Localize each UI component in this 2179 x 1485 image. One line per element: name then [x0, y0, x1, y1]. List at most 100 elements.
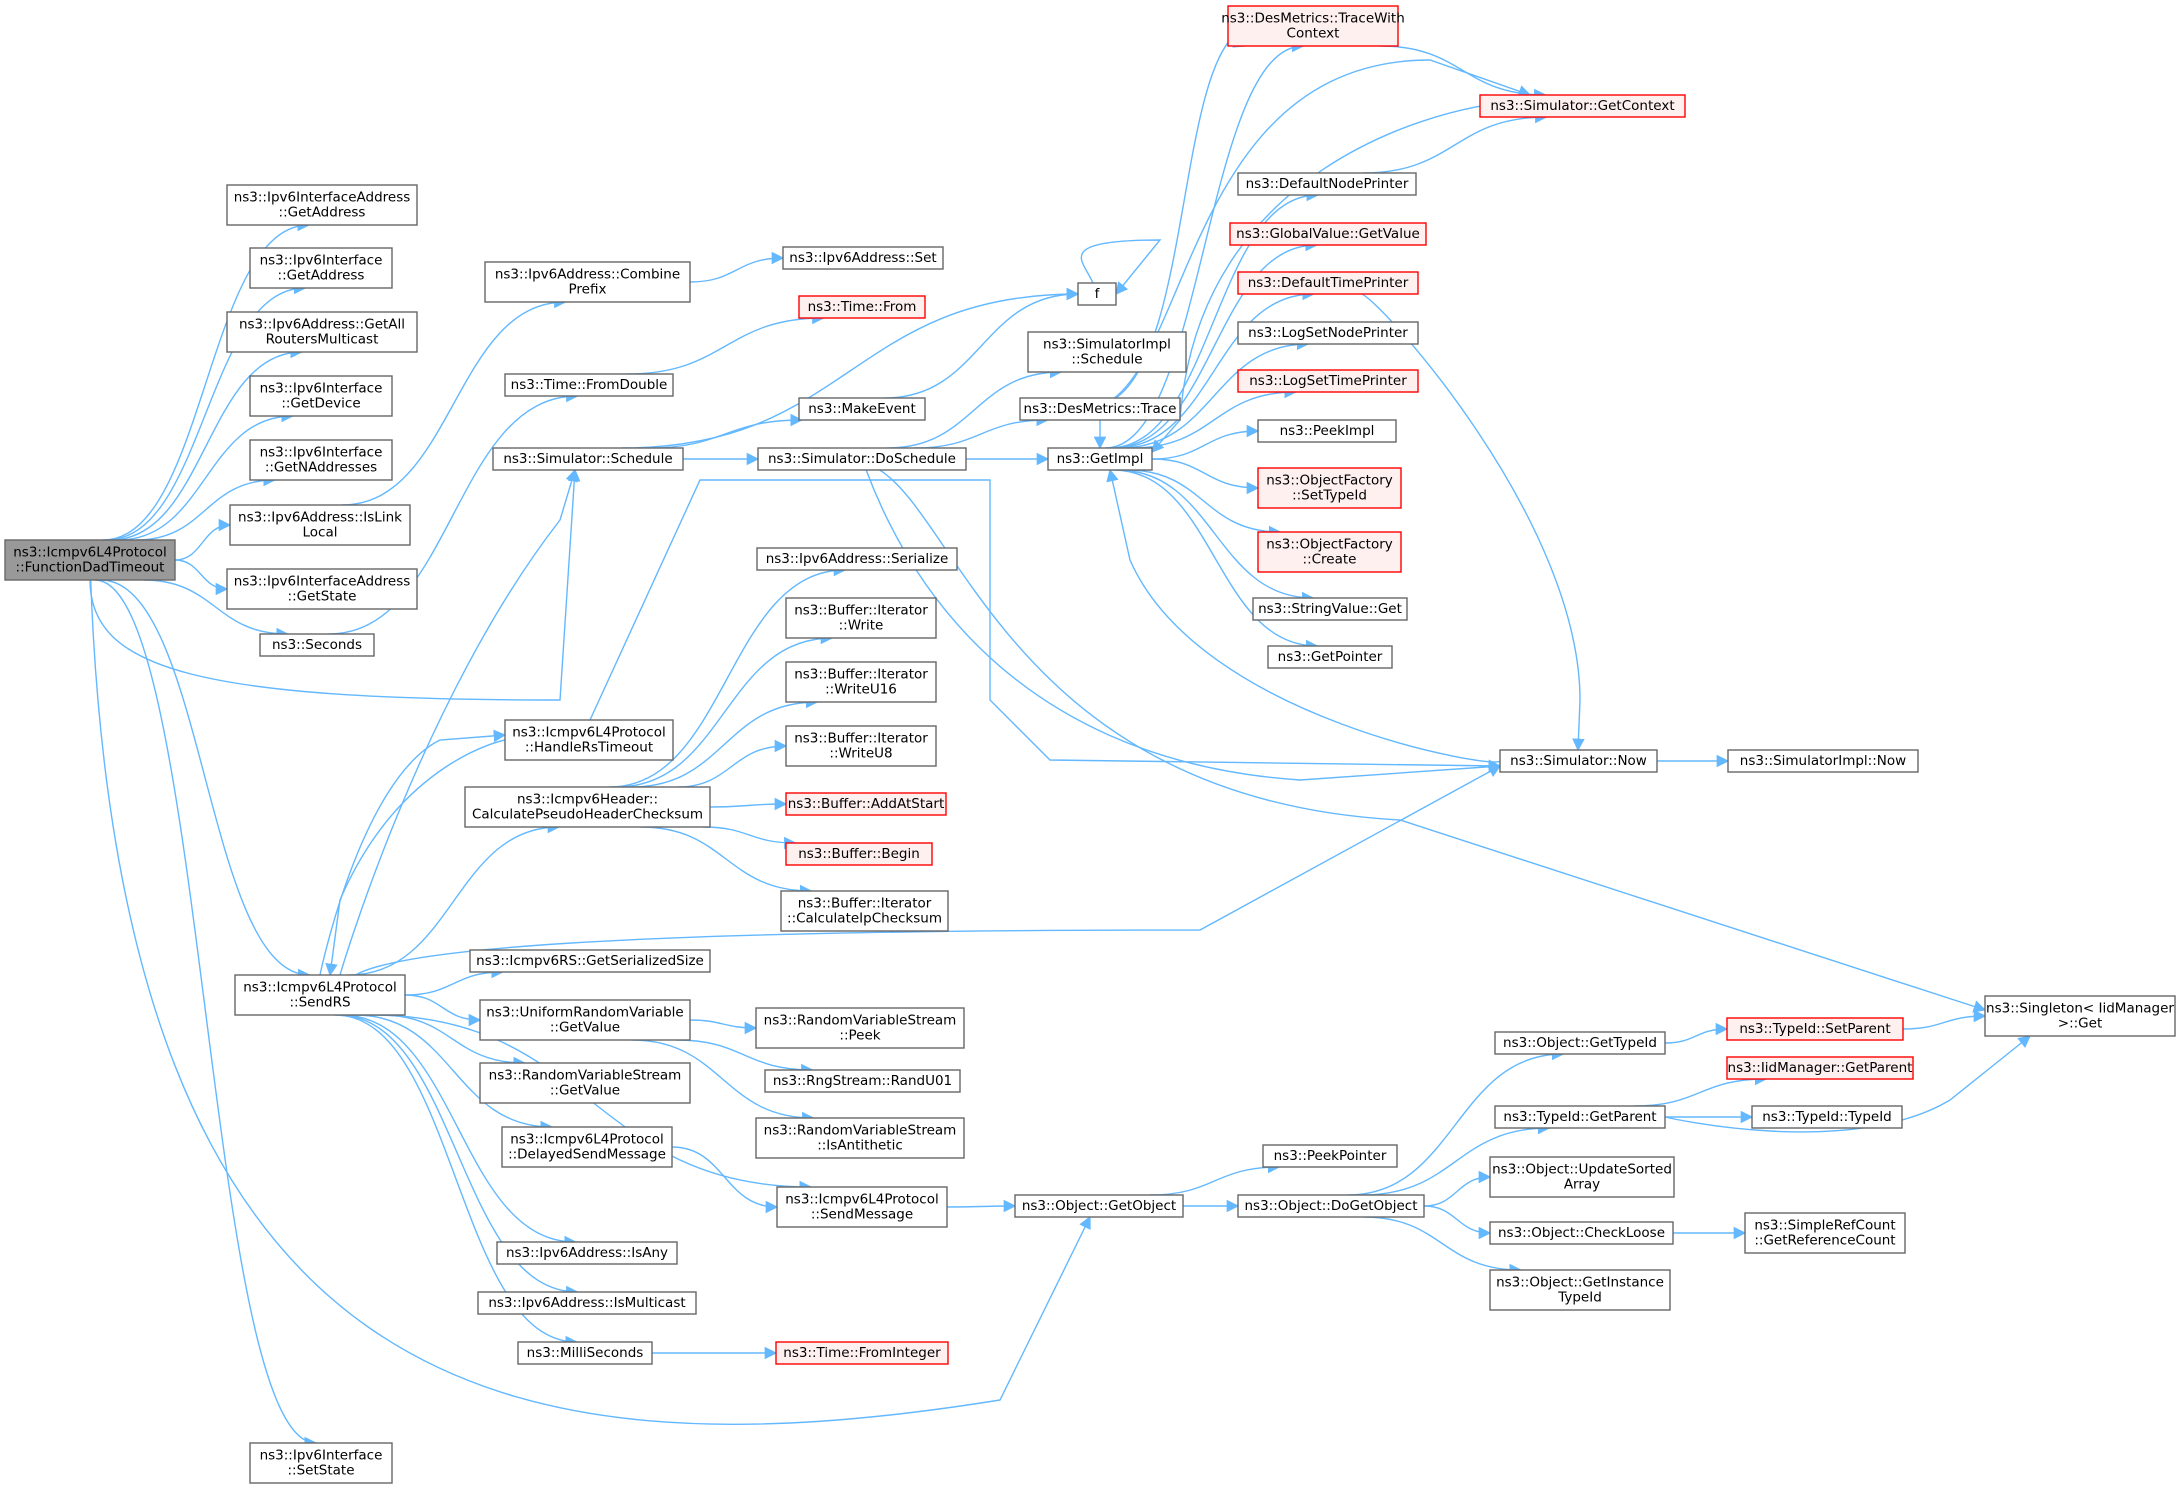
- node-sendrs[interactable]: ns3::Icmpv6L4Protocol::SendRS: [234, 974, 406, 1016]
- node-box[interactable]: [785, 792, 947, 816]
- node-ifaddr_getaddr[interactable]: ns3::Ipv6InterfaceAddress::GetAddress: [226, 184, 418, 226]
- node-desmetrics_trace[interactable]: ns3::DesMetrics::Trace: [1019, 397, 1181, 421]
- node-box[interactable]: [1479, 94, 1686, 118]
- node-box[interactable]: [785, 661, 937, 703]
- node-box[interactable]: [469, 949, 711, 973]
- node-box[interactable]: [492, 447, 684, 471]
- node-getpointer[interactable]: ns3::GetPointer: [1267, 645, 1393, 669]
- node-buf_begin[interactable]: ns3::Buffer::Begin: [785, 842, 933, 866]
- node-box[interactable]: [798, 295, 926, 319]
- node-it_write[interactable]: ns3::Buffer::Iterator::Write: [785, 597, 937, 639]
- node-box[interactable]: [1744, 1212, 1906, 1254]
- node-getimpl[interactable]: ns3::GetImpl: [1047, 447, 1153, 471]
- node-box[interactable]: [756, 547, 958, 571]
- node-box[interactable]: [1257, 419, 1397, 443]
- node-box[interactable]: [1257, 467, 1402, 509]
- node-obj_gettypeid[interactable]: ns3::Object::GetTypeId: [1494, 1031, 1666, 1055]
- node-peekpointer[interactable]: ns3::PeekPointer: [1262, 1144, 1398, 1168]
- node-calcpseudo[interactable]: ns3::Icmpv6Header::CalculatePseudoHeader…: [464, 786, 711, 828]
- node-box[interactable]: [1751, 1105, 1903, 1129]
- node-getrefcount[interactable]: ns3::SimpleRefCount::GetReferenceCount: [1744, 1212, 1906, 1254]
- node-box[interactable]: [1984, 995, 2176, 1037]
- node-box[interactable]: [249, 247, 393, 289]
- node-peekimpl[interactable]: ns3::PeekImpl: [1257, 419, 1397, 443]
- node-defnodeprinter[interactable]: ns3::DefaultNodePrinter: [1237, 172, 1417, 196]
- node-box[interactable]: [1027, 331, 1187, 373]
- node-checkloose[interactable]: ns3::Object::CheckLoose: [1489, 1221, 1674, 1245]
- node-simimpl_now[interactable]: ns3::SimulatorImpl::Now: [1727, 749, 1919, 773]
- node-of_create[interactable]: ns3::ObjectFactory::Create: [1257, 531, 1402, 573]
- node-it_write16[interactable]: ns3::Buffer::Iterator::WriteU16: [785, 661, 937, 703]
- node-box[interactable]: [249, 439, 393, 481]
- node-rvs_peek[interactable]: ns3::RandomVariableStream::Peek: [755, 1007, 965, 1049]
- node-box[interactable]: [1077, 282, 1117, 306]
- node-urv_getvalue[interactable]: ns3::UniformRandomVariable::GetValue: [479, 999, 691, 1041]
- node-deftimeprinter[interactable]: ns3::DefaultTimePrinter: [1237, 271, 1419, 295]
- node-box[interactable]: [1237, 1194, 1425, 1218]
- node-box[interactable]: [1252, 597, 1408, 621]
- node-box[interactable]: [234, 974, 406, 1016]
- node-box[interactable]: [501, 1126, 673, 1168]
- node-box[interactable]: [1726, 1056, 1914, 1080]
- node-delayedsend[interactable]: ns3::Icmpv6L4Protocol::DelayedSendMessag…: [501, 1126, 673, 1168]
- node-sim_schedule[interactable]: ns3::Simulator::Schedule: [492, 447, 684, 471]
- node-box[interactable]: [755, 1007, 965, 1049]
- node-box[interactable]: [226, 311, 418, 353]
- node-serialize[interactable]: ns3::Ipv6Address::Serialize: [756, 547, 958, 571]
- node-box[interactable]: [1019, 397, 1181, 421]
- node-sendmessage[interactable]: ns3::Icmpv6L4Protocol::SendMessage: [776, 1186, 948, 1228]
- node-isany[interactable]: ns3::Ipv6Address::IsAny: [496, 1241, 678, 1265]
- node-handlerstimeout[interactable]: ns3::Icmpv6L4Protocol::HandleRsTimeout: [504, 719, 674, 761]
- node-box[interactable]: [776, 1186, 948, 1228]
- node-box[interactable]: [1047, 447, 1153, 471]
- node-tid_getparent[interactable]: ns3::TypeId::GetParent: [1494, 1105, 1666, 1129]
- node-sim_now[interactable]: ns3::Simulator::Now: [1499, 749, 1658, 773]
- node-makeevent[interactable]: ns3::MakeEvent: [798, 397, 926, 421]
- node-box[interactable]: [4, 539, 176, 581]
- node-fromdouble[interactable]: ns3::Time::FromDouble: [504, 373, 674, 397]
- node-box[interactable]: [226, 568, 418, 610]
- node-box[interactable]: [1229, 222, 1427, 246]
- node-box[interactable]: [504, 719, 674, 761]
- node-logsettime[interactable]: ns3::LogSetTimePrinter: [1237, 369, 1419, 393]
- node-tid_typeid[interactable]: ns3::TypeId::TypeId: [1751, 1105, 1903, 1129]
- node-time_from[interactable]: ns3::Time::From: [798, 295, 926, 319]
- node-f[interactable]: f: [1077, 282, 1117, 306]
- node-box[interactable]: [484, 261, 691, 303]
- node-root[interactable]: ns3::Icmpv6L4Protocol::FunctionDadTimeou…: [4, 539, 176, 581]
- node-box[interactable]: [229, 504, 411, 546]
- node-box[interactable]: [780, 890, 949, 932]
- node-box[interactable]: [785, 597, 937, 639]
- node-box[interactable]: [1499, 749, 1658, 773]
- node-box[interactable]: [1237, 321, 1419, 345]
- node-box[interactable]: [464, 786, 711, 828]
- node-box[interactable]: [1489, 1156, 1675, 1198]
- node-box[interactable]: [1494, 1105, 1666, 1129]
- node-stringvalue[interactable]: ns3::StringValue::Get: [1252, 597, 1408, 621]
- node-box[interactable]: [1237, 369, 1419, 393]
- node-box[interactable]: [1262, 1144, 1398, 1168]
- node-box[interactable]: [249, 1442, 393, 1484]
- node-getcontext[interactable]: ns3::Simulator::GetContext: [1479, 94, 1686, 118]
- node-box[interactable]: [798, 397, 926, 421]
- node-box[interactable]: [249, 375, 393, 417]
- node-dogetobject[interactable]: ns3::Object::DoGetObject: [1237, 1194, 1425, 1218]
- node-iface_getaddr[interactable]: ns3::Ipv6Interface::GetAddress: [249, 247, 393, 289]
- node-box[interactable]: [1489, 1221, 1674, 1245]
- node-setstate[interactable]: ns3::Ipv6Interface::SetState: [249, 1442, 393, 1484]
- node-box[interactable]: [775, 1341, 949, 1365]
- node-box[interactable]: [785, 842, 933, 866]
- node-iface_getn[interactable]: ns3::Ipv6Interface::GetNAddresses: [249, 439, 393, 481]
- node-box[interactable]: [764, 1069, 961, 1093]
- node-seconds[interactable]: ns3::Seconds: [259, 633, 375, 657]
- node-box[interactable]: [1267, 645, 1393, 669]
- node-milliseconds[interactable]: ns3::MilliSeconds: [517, 1341, 653, 1365]
- node-iid_getparent[interactable]: ns3::IidManager::GetParent: [1726, 1056, 1914, 1080]
- node-of_settypeid[interactable]: ns3::ObjectFactory::SetTypeId: [1257, 467, 1402, 509]
- node-box[interactable]: [1237, 271, 1419, 295]
- node-globalvalue[interactable]: ns3::GlobalValue::GetValue: [1229, 222, 1427, 246]
